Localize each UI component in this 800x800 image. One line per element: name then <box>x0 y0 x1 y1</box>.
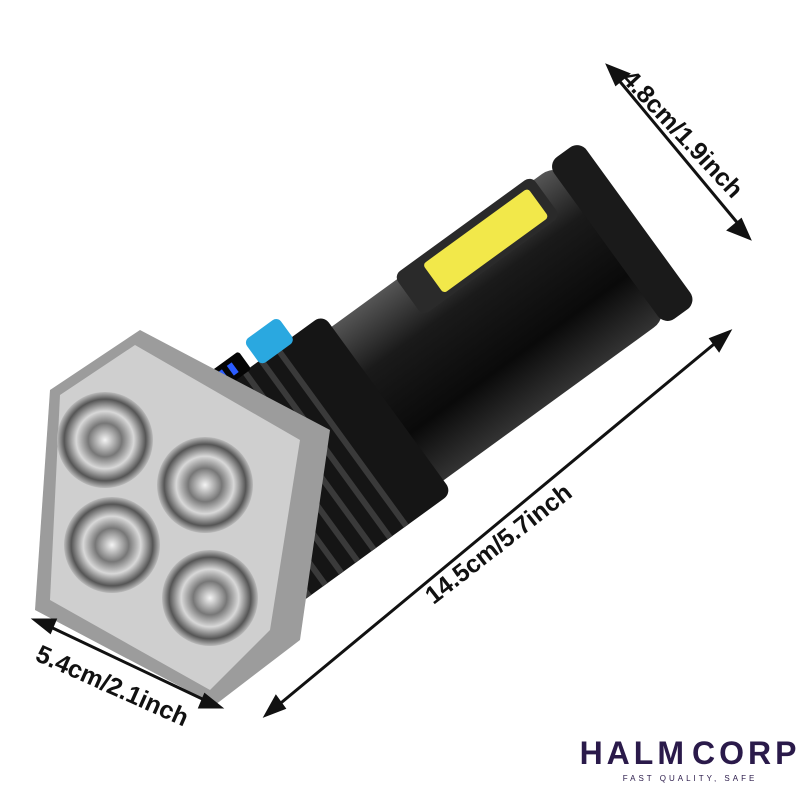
led-lens <box>162 550 258 646</box>
tail-cap <box>552 145 693 321</box>
flashlight-head <box>35 330 330 705</box>
dimension-arrow <box>39 620 216 707</box>
logo-text-right: CORP <box>691 735 800 771</box>
led-lens <box>57 392 153 488</box>
brand-logo: HALM CORP FAST QUALITY, SAFE <box>580 735 797 783</box>
logo-tagline: FAST QUALITY, SAFE <box>622 774 758 783</box>
led-lens <box>157 437 253 533</box>
dimension-arrow <box>269 333 726 714</box>
dimension-arrow <box>610 71 747 233</box>
power-button <box>245 319 293 364</box>
led-lens <box>64 497 160 593</box>
cob-light <box>424 189 548 292</box>
logo-text-left: HALM <box>579 735 688 771</box>
